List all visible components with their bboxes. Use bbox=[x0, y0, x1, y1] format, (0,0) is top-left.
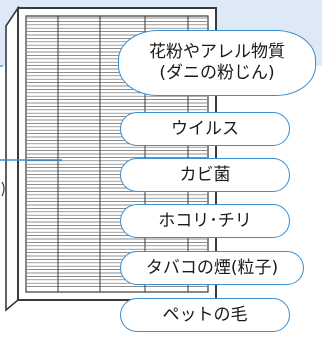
label-mold: カビ菌 bbox=[120, 158, 290, 192]
label-pollen-allergens: 花粉やアレル物質 (ダニの粉じん) bbox=[118, 30, 316, 96]
label-tobacco-smoke: タバコの煙(粒子) bbox=[120, 251, 304, 285]
label-dust: ホコリ･チリ bbox=[120, 204, 290, 238]
label-pollen-line1: 花粉やアレル物質 bbox=[149, 42, 285, 62]
label-pet-hair: ペットの毛 bbox=[120, 298, 290, 332]
small-arc-marker bbox=[1, 181, 5, 197]
label-virus: ウイルス bbox=[120, 112, 290, 146]
label-pollen-line2: (ダニの粉じん) bbox=[159, 63, 275, 83]
